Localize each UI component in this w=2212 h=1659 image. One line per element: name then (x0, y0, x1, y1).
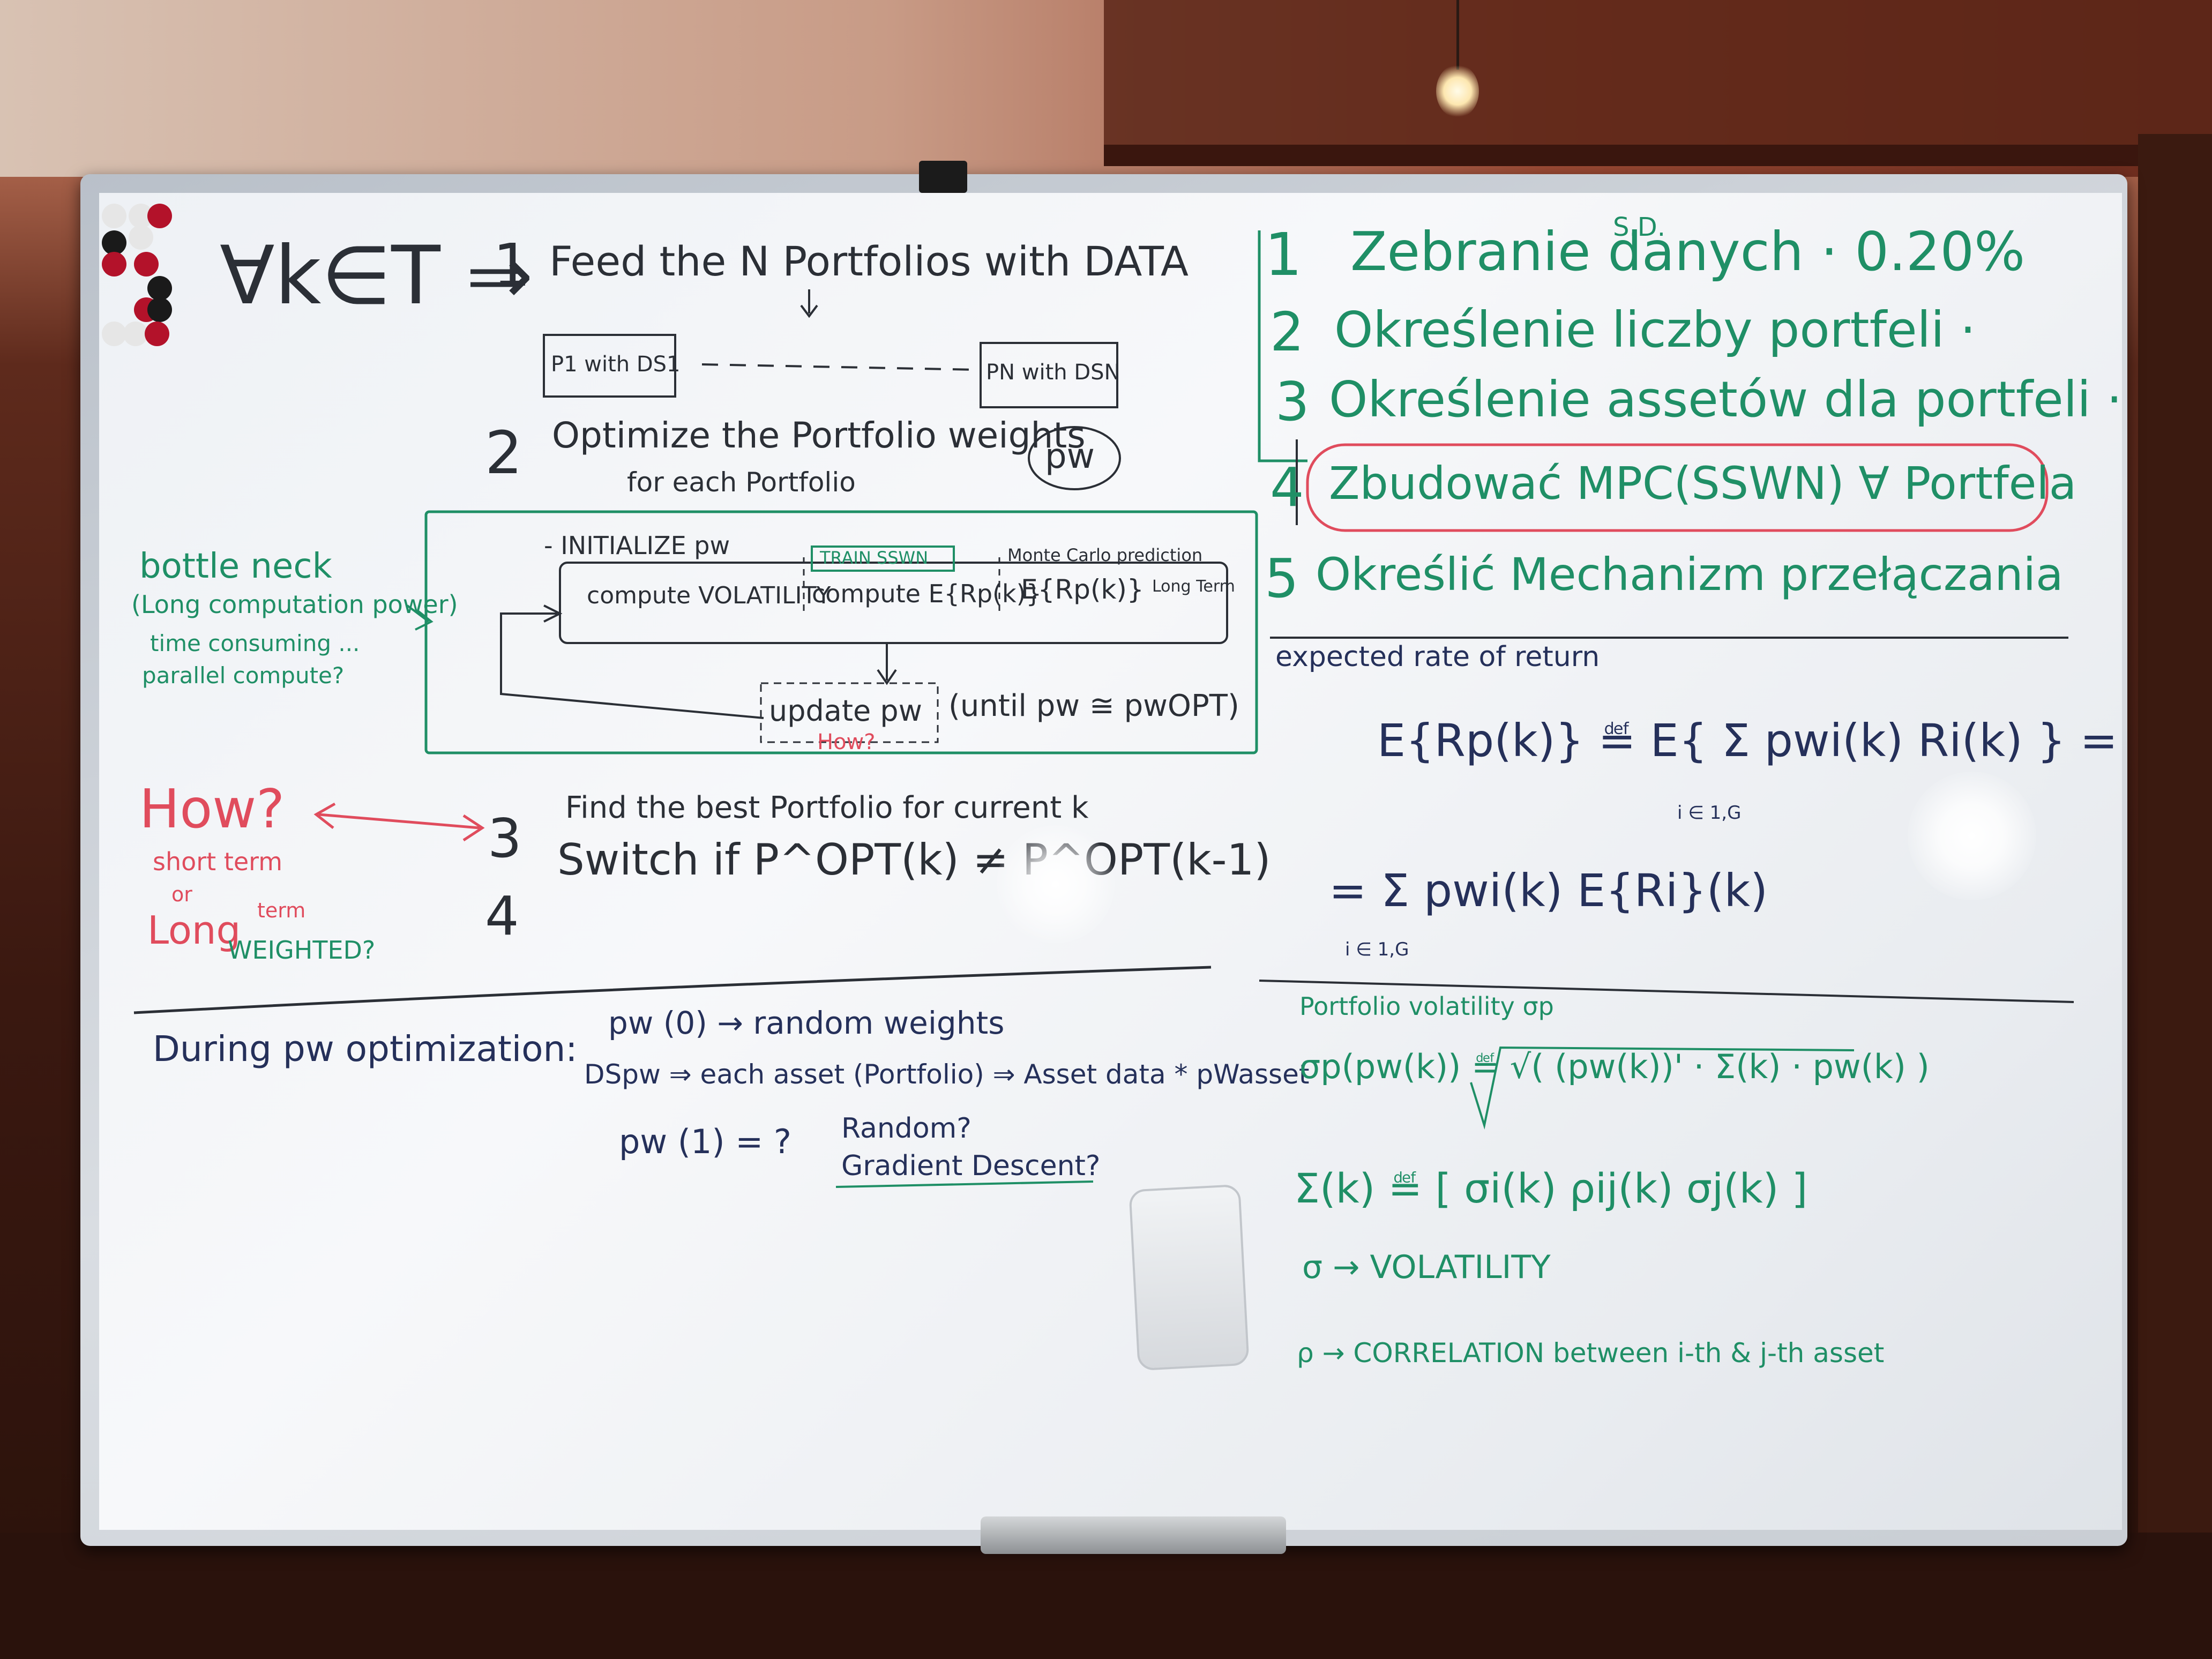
wooden-beam-shadow (1104, 145, 2212, 166)
step2-text-line2: for each Portfolio (627, 467, 856, 498)
magnet-black (102, 230, 126, 255)
step2-text-line1: Optimize the Portfolio weights (552, 415, 1086, 456)
expected-return-title: expected rate of return (1275, 641, 1600, 673)
list-item-1-note: S.D. (1613, 212, 1665, 242)
list-item-4-text: Zbudować MPC(SSWN) ∀ Portfela (1329, 457, 2077, 510)
expected-return-eq1: E{Rp(k)} ≝ E{ Σ pwi(k) Ri(k) } = (1377, 714, 2118, 767)
volatility-title: Portfolio volatility σp (1299, 992, 1554, 1021)
whiteboard-surface (99, 193, 2122, 1530)
long-term-small: Long Term (1152, 577, 1235, 596)
pn-label: PN with DSN (986, 360, 1120, 385)
step4-number: 4 (485, 885, 519, 947)
step3-text: Find the best Portfolio for current k (565, 790, 1089, 825)
magnet-red (147, 204, 172, 228)
bottle-neck-note: bottle neck (139, 547, 332, 586)
list-item-3-number: 3 (1275, 370, 1310, 433)
compute-expected-return: compute E{Rp(k)} (812, 579, 1042, 608)
list-item-1-text: Zebranie danych · 0.20% (1350, 220, 2026, 283)
magnet-red (134, 252, 159, 276)
or-note: or (171, 883, 192, 906)
long-computation-note: (Long computation power) (131, 590, 458, 619)
wooden-post (2138, 134, 2212, 1659)
initialize-pw: - INITIALIZE pw (544, 531, 730, 560)
double-arrow (318, 813, 480, 829)
step3-number: 3 (488, 807, 522, 870)
weighted-note: WEIGHTED? (228, 936, 376, 965)
pw0-line: pw (0) → random weights (608, 1005, 1005, 1041)
compute-box (559, 562, 1228, 644)
magnet-white (129, 225, 153, 250)
down-arrow-icon (800, 289, 818, 318)
pw1-line: pw (1) = ? (619, 1122, 791, 1161)
step4-text: Switch if P^OPT(k) ≠ P^OPT(k-1) (557, 835, 1271, 885)
compute-volatility: compute VOLATILITY (587, 582, 831, 609)
long-term-expected-return: E{Rp(k)} (1021, 574, 1144, 605)
until-condition: (until pw ≅ pwOPT) (948, 689, 1239, 723)
monte-carlo-prediction: Monte Carlo prediction (1007, 545, 1203, 565)
parallel-compute-note: parallel compute? (142, 662, 345, 689)
expected-return-eq2-sub: i ∈ 1,G (1345, 939, 1409, 960)
magnet-black (147, 297, 172, 322)
light-glare (1908, 772, 2036, 900)
marker-tray (981, 1516, 1286, 1554)
p1-label: P1 with DS1 (551, 352, 681, 377)
magnet-red (102, 252, 126, 276)
arrow-icon (406, 604, 434, 631)
binder-clip (919, 161, 967, 193)
dashed-connector (701, 363, 976, 371)
item-4-highlight (1306, 443, 2049, 532)
random-option: Random? (841, 1112, 972, 1145)
step2-number: 2 (485, 419, 522, 487)
quantifier: ∀k∈T ⇒ (220, 229, 534, 323)
pw-label: pw (1045, 437, 1095, 476)
list-item-1-number: 1 (1265, 220, 1302, 289)
expected-return-eq1-sub: i ∈ 1,G (1677, 802, 1742, 824)
sigma-definition: σ → VOLATILITY (1302, 1249, 1551, 1286)
magnet-black (147, 276, 172, 301)
step1-text: Feed the N Portfolios with DATA (549, 237, 1189, 285)
wooden-beam (1104, 0, 2212, 145)
term-note: term (257, 899, 306, 922)
feedback-loop-arrow (500, 612, 764, 719)
volatility-eq: σp(pw(k)) ≝ √( (pw(k))' · Σ(k) · pw(k) ) (1299, 1047, 1930, 1086)
time-consuming-note: time consuming ... (150, 630, 360, 656)
p1-box-outline (543, 334, 676, 398)
list-item-5-number: 5 (1265, 547, 1299, 610)
magnet-white (123, 322, 148, 346)
train-sswn: TRAIN SSWN (820, 548, 929, 568)
long-note: Long (147, 908, 241, 953)
how-note: How? (139, 778, 285, 840)
expected-return-eq2: = Σ pwi(k) E{Ri}(k) (1329, 864, 1768, 917)
divider-line (1259, 980, 2074, 1003)
dspw-line: DSpw ⇒ each asset (Portfolio) ⇒ Asset da… (584, 1059, 1310, 1090)
light-glare (997, 825, 1115, 943)
list-item-3-text: Określenie assetów dla portfeli · (1329, 371, 2123, 428)
lamp-cord (1456, 0, 1459, 70)
down-arrow-icon (877, 643, 897, 685)
train-sswn-box (811, 545, 955, 572)
magnet-red (145, 322, 169, 346)
during-optimization: During pw optimization: (153, 1028, 578, 1070)
gradient-option: Gradient Descent? (841, 1150, 1101, 1182)
update-pw: update pw (769, 694, 922, 728)
rho-definition: ρ → CORRELATION between i-th & j-th asse… (1297, 1337, 1885, 1369)
sqrt-sign (1470, 1046, 1855, 1130)
optimization-loop-box (424, 510, 1258, 754)
how-small: How? (817, 730, 876, 754)
divider-line (133, 966, 1212, 1014)
pw-circle-outline (1028, 426, 1121, 490)
list-item-5-text: Określić Mechanizm przełączania (1316, 548, 2064, 601)
step1-number: 1 (493, 231, 530, 300)
magnet-white (102, 204, 126, 228)
list-item-2-number: 2 (1270, 301, 1304, 363)
pn-box-outline (980, 342, 1118, 408)
covariance-eq: Σ(k) ≝ [ σi(k) ρij(k) σj(k) ] (1294, 1164, 1808, 1212)
magnet-white (102, 322, 126, 346)
list-item-2-text: Określenie liczby portfeli · (1334, 301, 1976, 358)
short-term-note: short term (153, 847, 283, 876)
light-bulb (1436, 64, 1479, 118)
list-item-4-number: 4 (1270, 456, 1304, 519)
